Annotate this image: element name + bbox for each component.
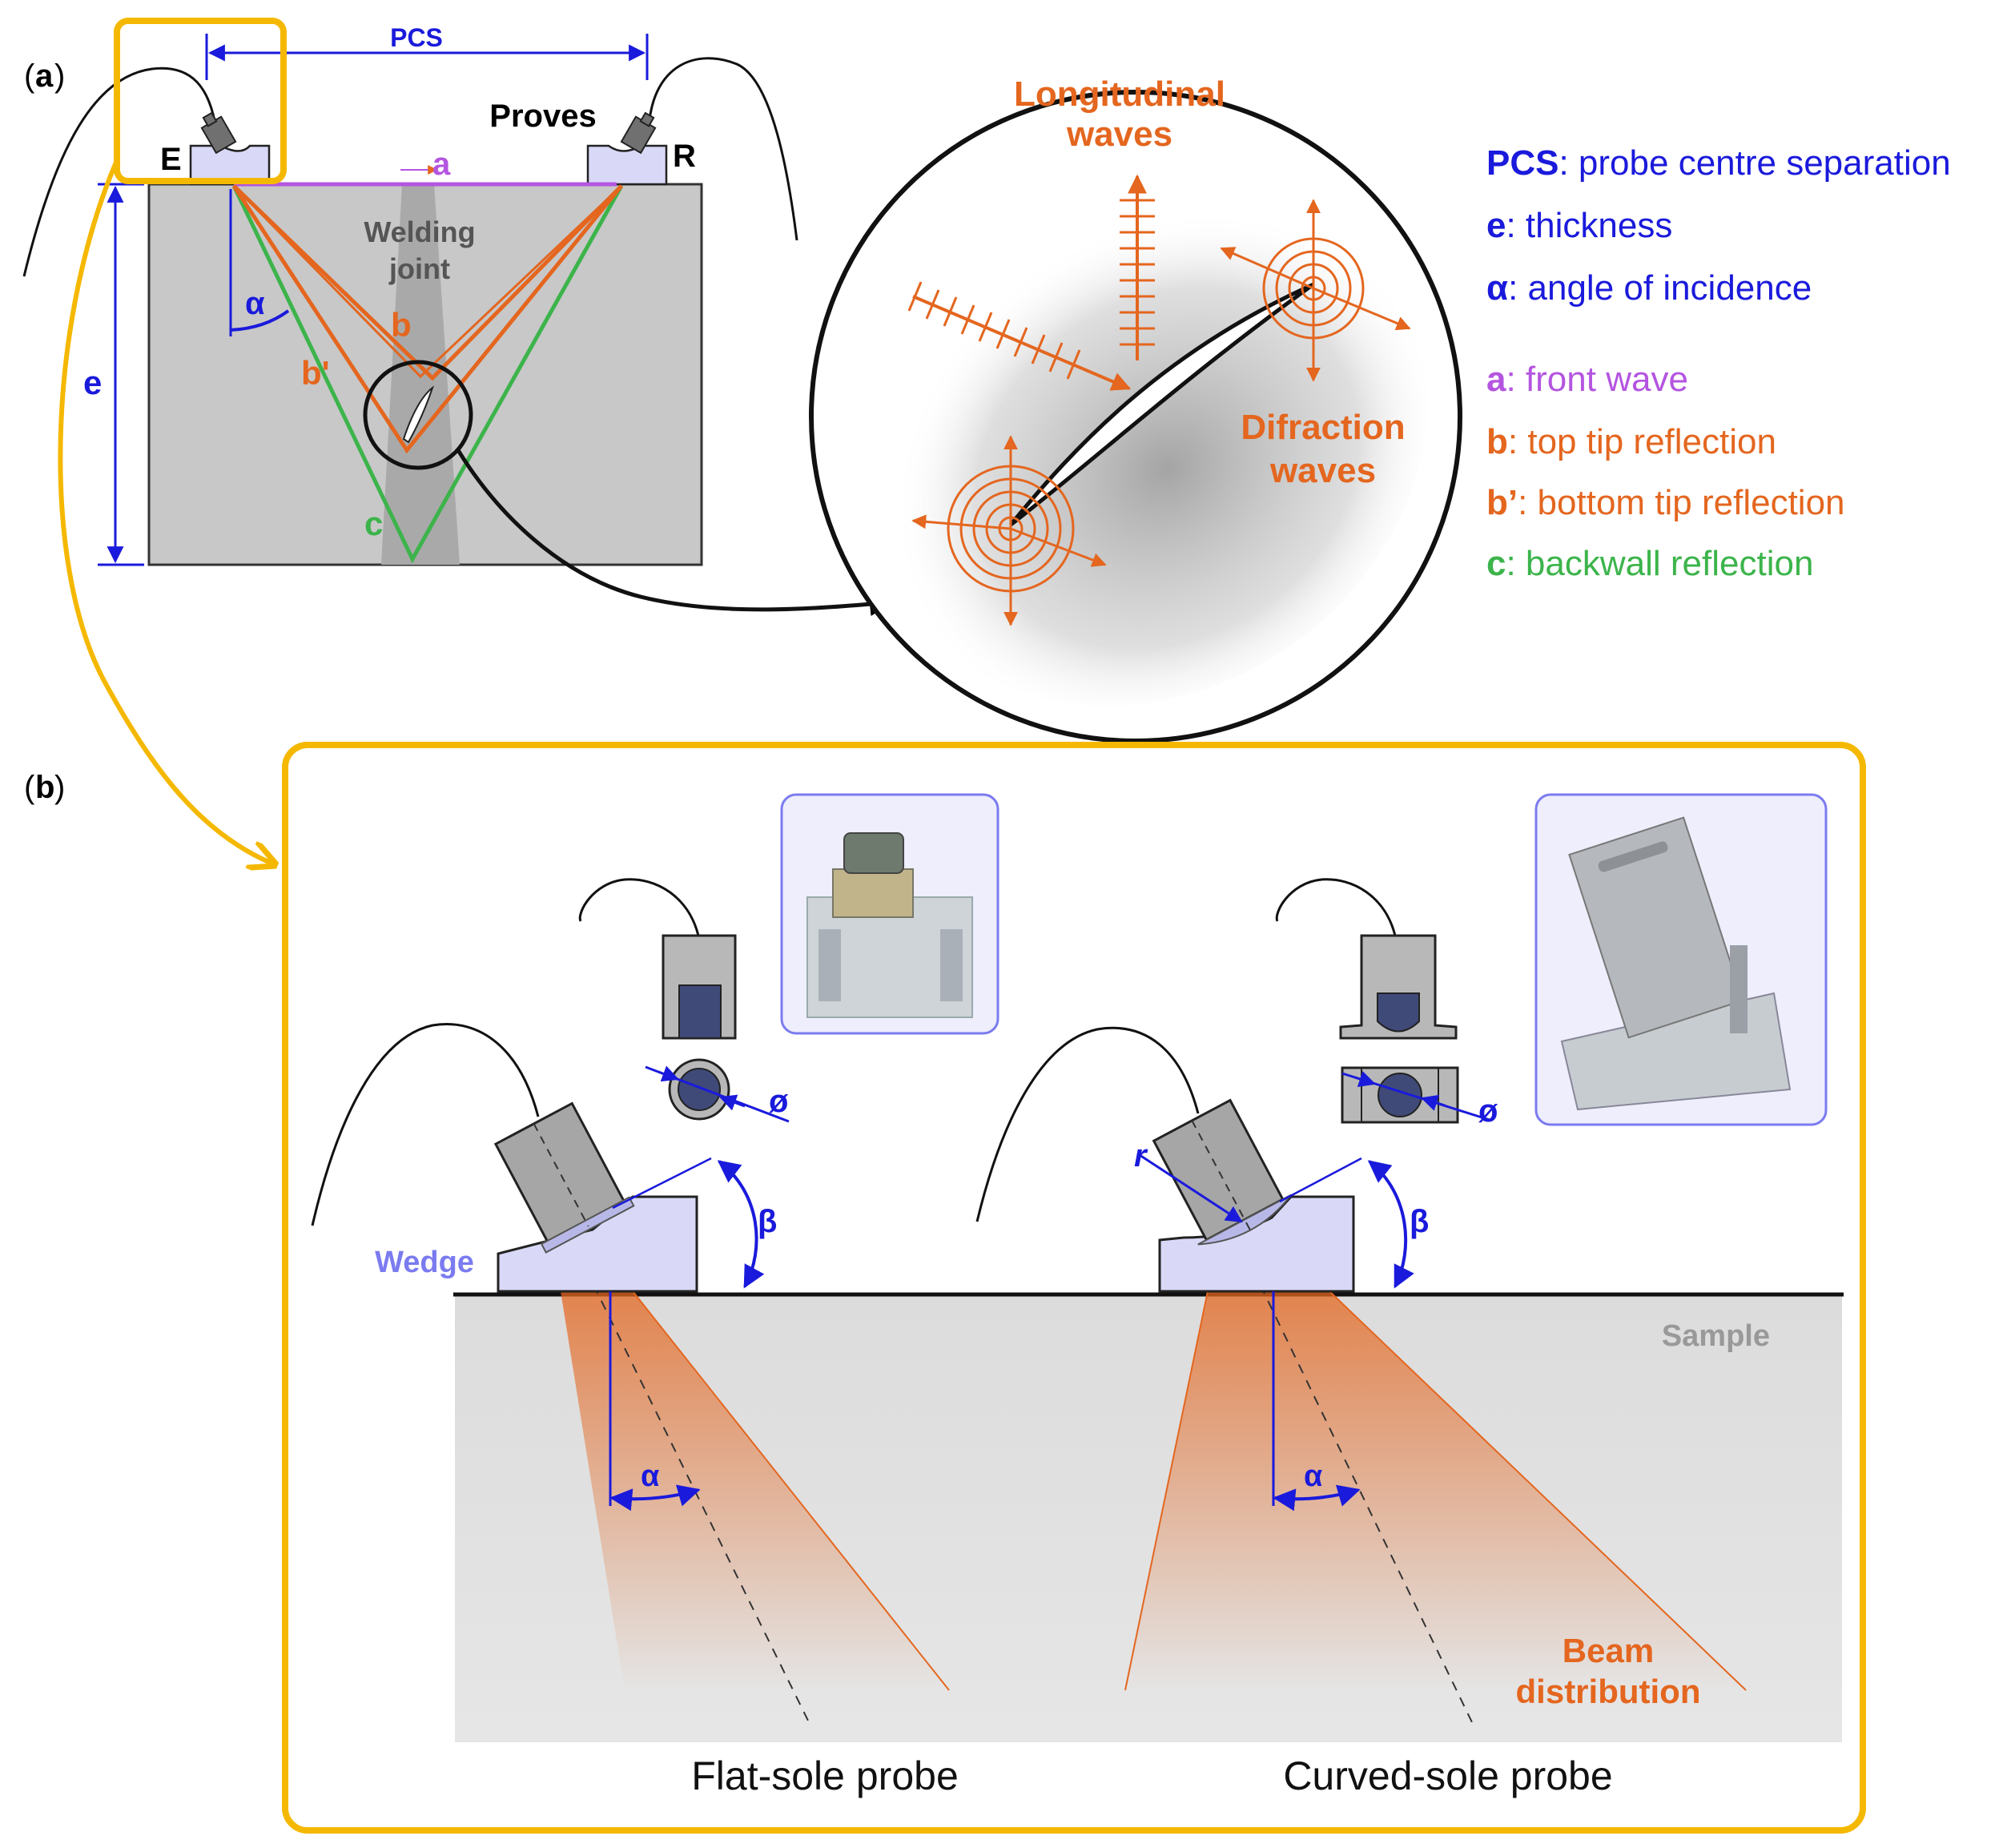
emitter-probe	[200, 111, 237, 155]
zoom-view: Longitudinal waves Difraction waves	[809, 74, 1462, 743]
top-tip-path	[232, 184, 623, 381]
highlight-link-arrow	[58, 159, 272, 864]
beam-label-2: distribution	[1516, 1673, 1701, 1710]
curved-alpha-label: α	[1304, 1459, 1322, 1493]
welding-label-2: joint	[388, 252, 450, 285]
path-b-label: b	[391, 306, 412, 344]
defect	[402, 385, 435, 444]
welding-joint	[381, 184, 460, 565]
flat-sole-probe: Wedge β α ø Flat-	[311, 793, 999, 1798]
path-b-prime-label: b'	[301, 354, 330, 392]
radius-arrow	[1136, 1152, 1243, 1223]
emitter-label: E	[160, 142, 182, 177]
pcs-label: PCS	[390, 23, 443, 52]
alpha-arc	[230, 309, 290, 332]
panel-b: ( b ) Sample Wedge β	[24, 742, 1866, 1834]
curved-caption: Curved-sole probe	[1283, 1753, 1612, 1798]
wedge-label: Wedge	[375, 1246, 474, 1279]
legend-item-pcs: PCS: probe centre separation	[1486, 143, 1951, 183]
magnifier-circle	[363, 360, 473, 470]
legend-item-backwall: c: backwall reflection	[1486, 544, 1813, 583]
curved-diameter-label: ø	[1478, 1093, 1498, 1129]
longitudinal-label-1: Longitudinal	[1014, 74, 1225, 114]
longitudinal-wave	[1120, 174, 1155, 360]
beam-label-1: Beam	[1563, 1632, 1654, 1669]
flat-beta-label: β	[758, 1204, 777, 1239]
panel-b-label-open: (	[24, 770, 35, 805]
longitudinal-label-2: waves	[1066, 115, 1172, 154]
radius-label: r	[1134, 1138, 1148, 1174]
zoom-circle	[809, 90, 1462, 743]
receiver-probe	[620, 111, 657, 155]
emitter-cable	[22, 66, 218, 277]
panel-b-label-close: )	[54, 770, 65, 805]
legend-item-bottom-tip: b’: bottom tip reflection	[1486, 483, 1845, 522]
diffraction-source-bottom	[911, 435, 1107, 626]
receiver-label: R	[673, 139, 696, 174]
flat-diameter-label: ø	[769, 1084, 789, 1119]
backwall-path	[231, 184, 624, 564]
path-c-label: c	[364, 505, 383, 542]
curved-cable	[975, 1026, 1200, 1222]
welding-label-1: Welding	[364, 215, 475, 248]
curved-beta-label: β	[1410, 1204, 1429, 1239]
receiver-cable	[647, 57, 798, 241]
curved-probe-side-view	[1339, 934, 1458, 1040]
panel-a-label-close: )	[54, 58, 65, 94]
legend-item-front-wave: a: front wave	[1486, 360, 1688, 399]
thickness-label: e	[83, 364, 102, 401]
proves-label: Proves	[489, 99, 596, 134]
curved-beam	[1125, 1291, 1746, 1690]
legend: PCS: probe centre separation e: thicknes…	[1486, 143, 1951, 583]
probe-highlight	[114, 18, 287, 184]
legend-item-top-tip: b: top tip reflection	[1486, 422, 1776, 461]
curved-sole-probe: r β α ø	[975, 793, 1828, 1798]
diffraction-source-top	[1220, 199, 1411, 382]
curved-beta-arc	[1367, 1160, 1414, 1289]
flat-beam	[561, 1291, 949, 1690]
flat-cable	[311, 1023, 540, 1226]
bottom-tip-path	[231, 184, 623, 454]
flat-probe-body	[493, 1101, 635, 1254]
panel-a-label-letter: a	[35, 58, 54, 94]
zoom-arrow	[456, 449, 894, 617]
sample-label: Sample	[1662, 1319, 1770, 1353]
flat-alpha-arc	[609, 1484, 701, 1512]
panel-b-label-letter: b	[35, 770, 54, 805]
legend-item-thickness: e: thickness	[1486, 206, 1672, 245]
legend-item-angle: α: angle of incidence	[1486, 268, 1812, 308]
receiver-wedge	[586, 144, 668, 186]
difraction-label-1: Difraction	[1241, 408, 1405, 447]
curved-alpha-arc	[1273, 1484, 1361, 1512]
curved-probe-body	[1152, 1098, 1293, 1246]
path-a-label: a	[432, 147, 451, 182]
flat-alpha-label: α	[641, 1459, 659, 1493]
flat-beta-arc	[717, 1160, 765, 1289]
difraction-label-2: waves	[1269, 451, 1376, 490]
panel-a-label-open: (	[24, 58, 35, 94]
panel-a: ( a ) Welding joint E R Proves PCS	[22, 18, 894, 864]
flat-caption: Flat-sole probe	[691, 1753, 959, 1798]
incident-wave	[907, 281, 1132, 391]
alpha-label-a: α	[245, 286, 265, 321]
